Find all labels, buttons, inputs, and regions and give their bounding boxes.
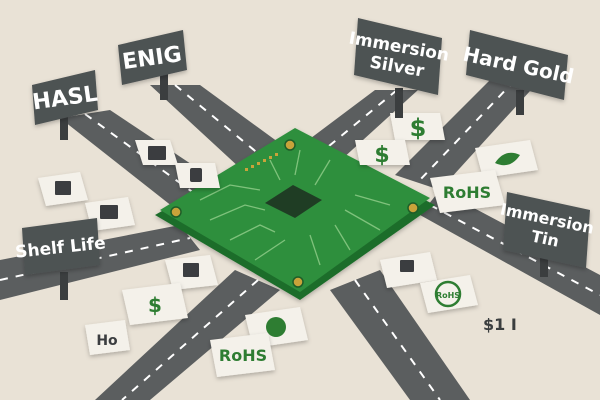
tile-rohs-right: RoHS — [430, 170, 505, 213]
sign-hasl: HASL — [31, 70, 99, 140]
tile-microchip — [38, 172, 88, 206]
tile-grid-calendar — [85, 197, 135, 231]
coin-icon — [434, 280, 462, 308]
leaf-icon — [495, 152, 520, 166]
network-icon — [400, 260, 414, 272]
tile-leaf — [475, 140, 538, 178]
sign-enig: ENIG — [118, 30, 187, 100]
numeric-label: Ho — [96, 333, 118, 349]
numeric-label: $1 I — [483, 315, 517, 334]
box-icon — [183, 263, 199, 277]
hand-stamp-icon — [190, 168, 202, 182]
rohs-label: RoHS — [219, 346, 267, 365]
microchip-icon — [55, 181, 71, 195]
tile-calendar — [135, 140, 178, 165]
grid-calendar-icon — [100, 205, 118, 219]
tile-dollar-mid: $ — [355, 140, 410, 168]
sign-shelf-life: Shelf Life — [14, 218, 107, 300]
tile-rohs-bottom: RoHS — [210, 333, 275, 377]
tile-dollar-bottom: $ — [122, 283, 188, 325]
road-shelf-life — [0, 225, 200, 300]
tile-dollar-top: $ — [390, 113, 445, 142]
pcb-traces — [199, 149, 391, 266]
tile-network — [380, 252, 437, 288]
dollar-icon: $ — [410, 114, 427, 142]
tile-numeric-bottom-right: $1 I — [483, 315, 517, 334]
road-immersion-tin — [420, 190, 600, 315]
road-bottom-right — [330, 270, 470, 400]
sign-immersion-silver: Immersion Silver — [347, 18, 451, 118]
road-hard-gold — [395, 80, 540, 190]
tile-hand-stamp — [175, 163, 220, 188]
shield-icon — [266, 317, 286, 337]
rohs-label: RoHS — [443, 183, 491, 202]
calendar-icon — [148, 146, 166, 160]
dollar-icon: $ — [374, 143, 389, 168]
microchip — [265, 185, 322, 218]
tile-numeric-bottom-left: Ho — [85, 320, 130, 355]
pcb-header-pins — [245, 153, 278, 171]
tile-coin: RoHS — [420, 275, 478, 313]
tile-box — [165, 255, 218, 290]
dollar-icon: $ — [148, 293, 162, 317]
mounting-holes — [170, 139, 419, 288]
rohs-coin-label: RoHS — [436, 291, 460, 300]
